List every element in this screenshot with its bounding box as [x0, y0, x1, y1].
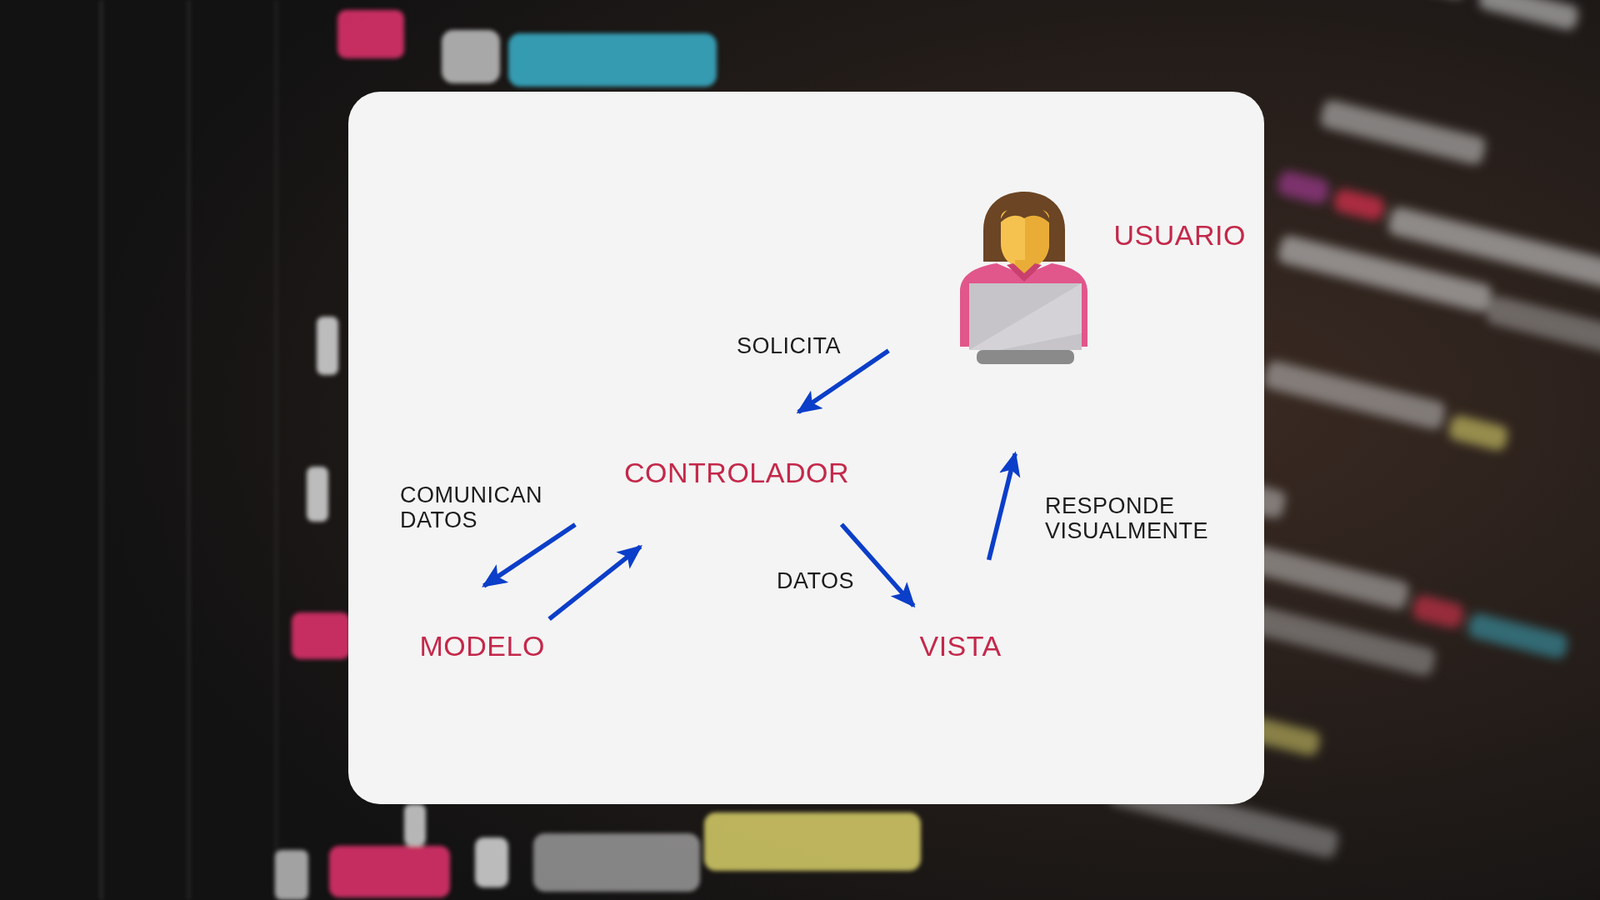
arrow-label: RESPONDE VISUALMENTE [1045, 493, 1225, 544]
arrow-label: COMUNICAN DATOS [400, 482, 555, 533]
diagram-card [348, 91, 1265, 805]
node-label: VISTA [920, 629, 1005, 664]
flow-arrow [484, 525, 576, 587]
mvc-node: CONTROLADOR [617, 449, 858, 497]
node-label: MODELO [420, 629, 548, 664]
mvc-node: USUARIO [951, 188, 1257, 368]
user-hair-fringe [998, 205, 1052, 225]
laptop-base [976, 350, 1075, 365]
user-collar [1006, 263, 1042, 282]
flow-arrow [798, 350, 889, 413]
node-label: USUARIO [1114, 218, 1249, 253]
connectors [484, 350, 1016, 620]
node-label: CONTROLADOR [624, 455, 851, 490]
laptop-lid-shine [969, 283, 1082, 350]
mvc-node: MODELO [413, 622, 555, 670]
mvc-node: VISTA [913, 622, 1011, 670]
flow-arrow [549, 546, 641, 620]
laptop-lid [969, 283, 1082, 350]
user-illustration [960, 191, 1088, 365]
arrow-label: DATOS [776, 568, 855, 594]
flow-arrow [841, 524, 915, 606]
arrow-label: SOLICITA [736, 333, 841, 359]
flow-arrow [989, 453, 1016, 560]
indent-guides [100, 0, 278, 900]
